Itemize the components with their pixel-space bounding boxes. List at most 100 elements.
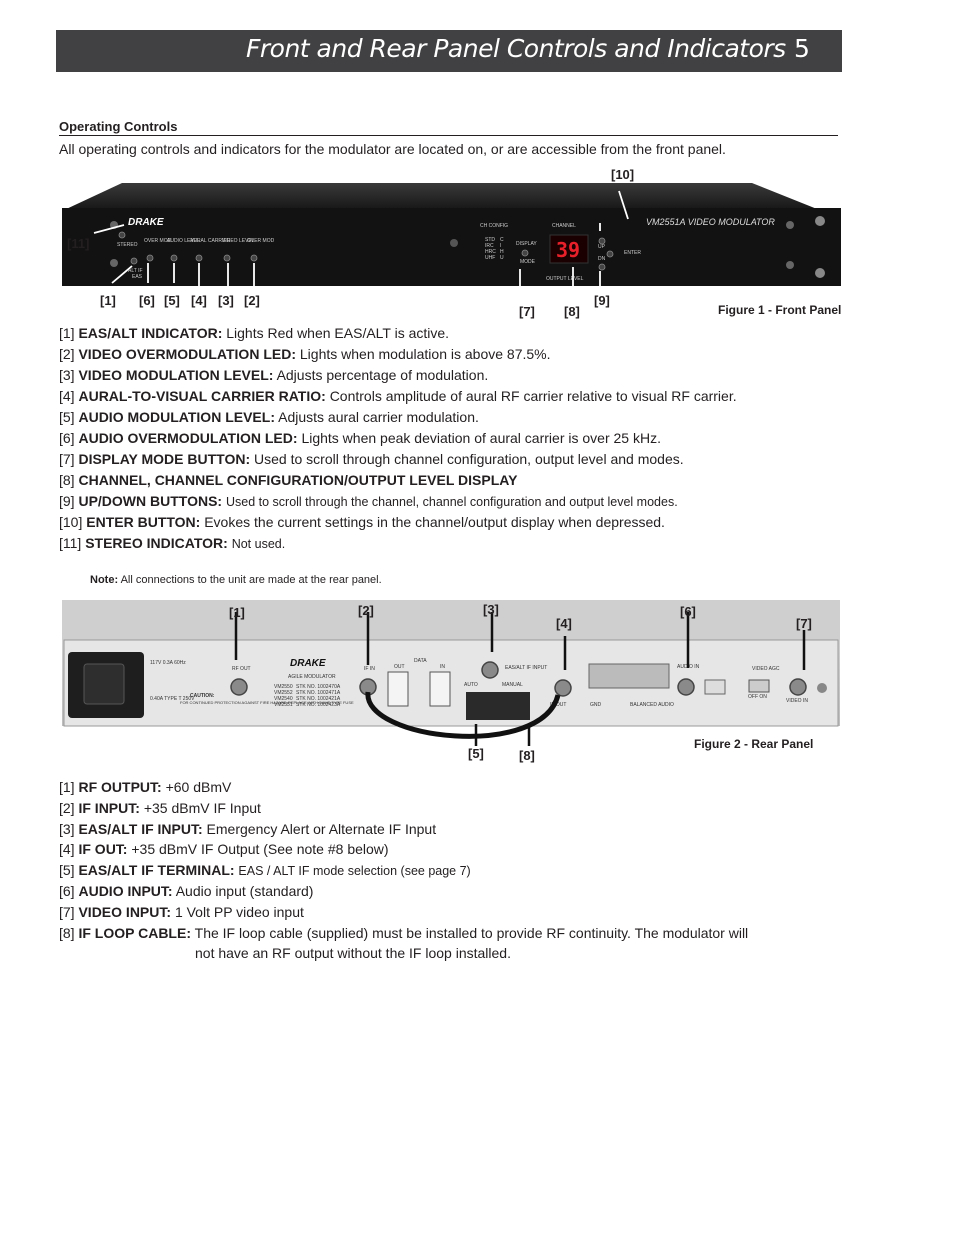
- callout-10: [10]: [611, 167, 635, 182]
- data-in-port: [429, 671, 451, 707]
- hrc-label: HRC: [485, 249, 496, 255]
- front-item-1: [1] EAS/ALT INDICATOR: Lights Red when E…: [59, 325, 450, 341]
- rack-screw: [815, 216, 825, 226]
- if-loop-cable: [365, 691, 561, 739]
- output-level-label: OUTPUT LEVEL: [546, 276, 584, 282]
- rear-item-3: [3] EAS/ALT IF INPUT: Emergency Alert or…: [59, 821, 437, 837]
- up-button: [598, 237, 606, 245]
- eas-alt-input-connector: [481, 661, 499, 679]
- c-label: C: [500, 237, 504, 243]
- figure-1-caption: Figure 1 - Front Panel: [718, 303, 842, 317]
- callout-2: [2]: [244, 293, 260, 308]
- audio-level-label: AUDIO LEVEL: [167, 238, 200, 244]
- eas-alt-terminal: [466, 692, 530, 720]
- video-in-label: VIDEO IN: [786, 698, 808, 704]
- caution-title: CAUTION:: [190, 693, 215, 699]
- eas-label: EAS: [132, 274, 143, 280]
- arrow-1: [111, 265, 133, 284]
- channel-label: CHANNEL: [552, 223, 576, 229]
- caution-text: FOR CONTINUED PROTECTION AGAINST FIRE HA…: [180, 700, 354, 705]
- screw: [786, 261, 794, 269]
- rear-item-6: [6] AUDIO INPUT: Audio input (standard): [59, 883, 314, 899]
- if-in-label: IF IN: [364, 666, 375, 672]
- rear-callout-1: [1]: [229, 605, 245, 620]
- video-agc-switch: [748, 679, 770, 693]
- rear-callout-7: [7]: [796, 616, 812, 631]
- rear-brand-logo: DRAKE: [290, 658, 326, 669]
- auto-label: AUTO: [464, 682, 478, 688]
- power-socket: [83, 663, 125, 705]
- rf-output-connector: [230, 678, 248, 696]
- manual-label: MANUAL: [502, 682, 523, 688]
- front-face: [62, 208, 841, 286]
- model-label: VM2551A VIDEO MODULATOR: [646, 217, 775, 227]
- rf-out-label: RF OUT: [232, 666, 251, 672]
- callout-4: [4]: [191, 293, 207, 308]
- display-mode-button: [521, 249, 529, 257]
- u-label: U: [500, 255, 504, 261]
- callout-7: [7]: [519, 304, 535, 319]
- front-item-5: [5] AUDIO MODULATION LEVEL: Adjusts aura…: [59, 409, 479, 425]
- stock-3: STK NO. 1002421A: [296, 696, 341, 702]
- if-out-label: IF OUT: [550, 702, 566, 708]
- enter-label: ENTER: [624, 250, 641, 256]
- balanced-audio-block: [588, 663, 670, 689]
- rear-callout-3: [3]: [483, 602, 499, 617]
- front-item-9: [9] UP/DOWN BUTTONS: Used to scroll thro…: [59, 493, 678, 509]
- section-heading: Operating Controls: [59, 119, 178, 134]
- rear-top: [62, 600, 840, 640]
- front-item-4: [4] AURAL-TO-VISUAL CARRIER RATIO: Contr…: [59, 388, 737, 404]
- video-overmod-led: [250, 254, 258, 262]
- model-4: VM2551: [274, 702, 293, 708]
- usb-port: [704, 679, 726, 695]
- audio-level-knob: [170, 254, 178, 262]
- rear-callout-4: [4]: [556, 616, 572, 631]
- front-item-10: [10] ENTER BUTTON: Evokes the current se…: [59, 514, 665, 530]
- ch-config-label: CH CONFIG: [480, 223, 508, 229]
- balanced-audio-label: BALANCED AUDIO: [630, 702, 674, 708]
- audio-input-connector: [677, 678, 695, 696]
- stereo-label: STEREO: [117, 242, 138, 248]
- ground-post: [817, 683, 827, 693]
- mode-label: MODE: [520, 259, 536, 265]
- down-button: [598, 263, 606, 271]
- rear-item-7: [7] VIDEO INPUT: 1 Volt PP video input: [59, 904, 304, 920]
- video-level-knob: [223, 254, 231, 262]
- rear-subtitle: AGILE MODULATOR: [288, 674, 336, 680]
- off-on-label: OFF ON: [748, 694, 767, 700]
- uhf-label: UHF: [485, 255, 495, 261]
- video-agc-label: VIDEO AGC: [752, 666, 780, 672]
- stock-4: STK NO. 1002423A: [296, 702, 341, 708]
- rear-panel-note: Note: All connections to the unit are ma…: [90, 574, 382, 586]
- page-title: Front and Rear Panel Controls and Indica…: [246, 34, 786, 63]
- rear-callout-2: [2]: [358, 603, 374, 618]
- model-1: VM2550: [274, 684, 293, 690]
- front-item-11: [11] STEREO INDICATOR: Not used.: [59, 535, 286, 551]
- stock-2: STK NO. 1002471A: [296, 690, 341, 696]
- data-label: DATA: [414, 658, 427, 664]
- callout-1: [1]: [100, 293, 116, 308]
- rear-panel-photo: 117V 0.3A 60Hz 0.40A TYPE T 250V RF OUT …: [62, 600, 840, 746]
- front-panel-photo: DRAKE STEREO ALT IF EAS OVER MOD AUDIO L…: [62, 183, 841, 286]
- arrow-10: [618, 190, 629, 220]
- data-out-label: OUT: [394, 664, 405, 670]
- stereo-led: [118, 231, 126, 239]
- rear-callout-6: [6]: [680, 604, 696, 619]
- audio-overmod-led: [146, 254, 154, 262]
- h-label: H: [500, 249, 504, 255]
- gnd-label: GND: [590, 702, 602, 708]
- irc-label: IRC: [485, 243, 494, 249]
- front-item-3: [3] VIDEO MODULATION LEVEL: Adjusts perc…: [59, 367, 489, 383]
- front-item-7: [7] DISPLAY MODE BUTTON: Used to scroll …: [59, 451, 684, 467]
- i-label: I: [500, 243, 501, 249]
- rear-item-5: [5] EAS/ALT IF TERMINAL: EAS / ALT IF mo…: [59, 862, 471, 878]
- video-input-connector: [789, 678, 807, 696]
- page-number: 5: [794, 34, 810, 63]
- up-label: UP: [598, 244, 606, 250]
- model-2: VM2552: [274, 690, 293, 696]
- dn-label: DN: [598, 256, 606, 262]
- front-item-2: [2] VIDEO OVERMODULATION LED: Lights whe…: [59, 346, 551, 362]
- aural-carrier-knob: [195, 254, 203, 262]
- fuse-rating-text: 0.40A TYPE T 250V: [150, 696, 195, 702]
- rear-callout-8: [8]: [519, 748, 535, 763]
